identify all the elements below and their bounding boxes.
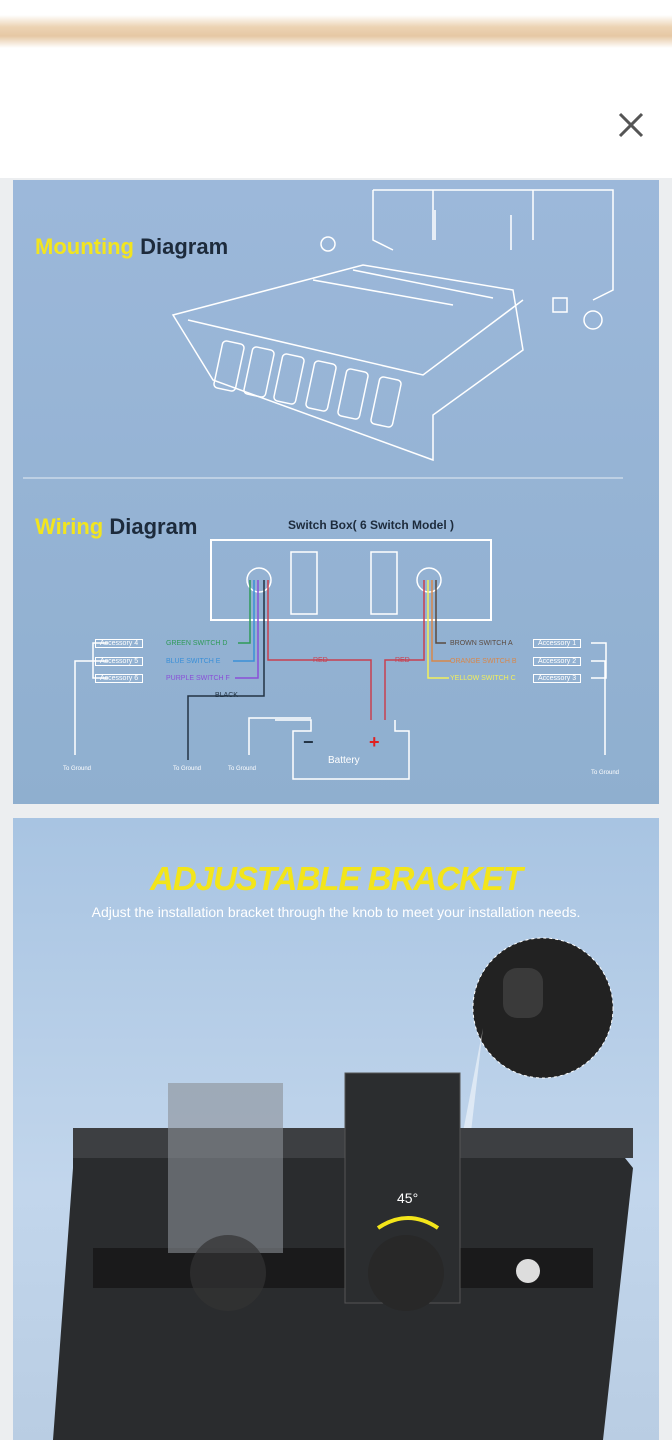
rocker-switches bbox=[213, 340, 402, 428]
accessory-2: Accessory 2 bbox=[533, 657, 582, 666]
accessory-4: Accessory 4 bbox=[95, 639, 144, 648]
battery-label: Battery bbox=[328, 755, 360, 766]
wire-brown: BROWN SWITCH A bbox=[450, 640, 513, 647]
accessory-3: Accessory 3 bbox=[533, 674, 582, 683]
bracket-subtitle: Adjust the installation bracket through … bbox=[91, 904, 581, 920]
wire-red-left: RED bbox=[313, 657, 328, 664]
ground-4: To Ground bbox=[591, 770, 620, 776]
ground-3: To Ground bbox=[228, 766, 257, 772]
wire-purple: PURPLE SWITCH F bbox=[166, 675, 230, 682]
battery-plus: + bbox=[369, 732, 380, 752]
wire-orange: ORANGE SWITCH B bbox=[450, 658, 517, 665]
wire-red-right: RED bbox=[395, 657, 410, 664]
mounting-diagram-title: Mounting Diagram bbox=[35, 234, 229, 259]
mounting-wiring-image: Mounting Diagram Wiring Diagram Switch B… bbox=[13, 180, 659, 804]
wire-green: GREEN SWITCH D bbox=[166, 640, 228, 647]
switch-box-title: Switch Box( 6 Switch Model ) bbox=[288, 518, 455, 532]
wiring-lines bbox=[74, 539, 607, 780]
bracket-title: ADJUSTABLE BRACKET bbox=[150, 860, 523, 897]
ground-2: To Ground bbox=[173, 766, 202, 772]
wire-black: BLACK bbox=[215, 692, 238, 699]
mounting-drawing bbox=[23, 189, 623, 479]
switch-box-product bbox=[53, 937, 633, 1440]
angle-label: 45° bbox=[397, 1190, 419, 1206]
top-image-strip bbox=[0, 0, 672, 60]
accessory-1: Accessory 1 bbox=[533, 639, 582, 648]
close-icon[interactable] bbox=[612, 106, 650, 144]
accessory-5: Accessory 5 bbox=[95, 657, 144, 666]
wiring-diagram-title: Wiring Diagram bbox=[35, 514, 198, 539]
battery-minus: − bbox=[303, 732, 314, 752]
ground-1: To Ground bbox=[63, 766, 92, 772]
adjustable-bracket-image: ADJUSTABLE BRACKET Adjust the installati… bbox=[13, 818, 659, 1440]
wire-yellow: YELLOW SWITCH C bbox=[450, 675, 516, 682]
accessory-6: Accessory 6 bbox=[95, 674, 144, 683]
wire-blue: BLUE SWITCH E bbox=[166, 658, 221, 665]
header bbox=[0, 60, 672, 178]
